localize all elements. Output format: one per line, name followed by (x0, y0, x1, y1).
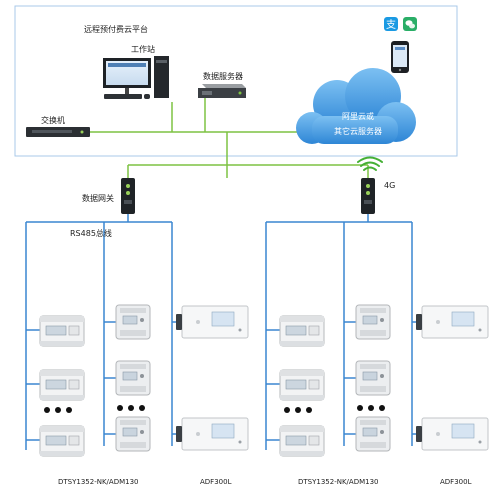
svg-text:支: 支 (386, 19, 396, 31)
meter-adm130 (115, 360, 151, 396)
switch-label: 交换机 (41, 115, 65, 125)
meter-adm130 (355, 416, 391, 452)
adf-left-label: ADF300L (200, 478, 232, 486)
cloud-icon (296, 68, 416, 144)
data-server-label: 数据服务器 (203, 71, 243, 81)
more-devices-dots (44, 405, 385, 413)
alipay-icon: 支 (384, 17, 398, 31)
wireless-signal-icon (357, 156, 383, 171)
adf300l-device (415, 305, 489, 339)
meter-group-right-label: DTSY1352-NK/ADM130 (298, 478, 379, 486)
platform-title: 远程预付费云平台 (84, 24, 148, 34)
cloud-label-line2: 其它云服务器 (334, 126, 382, 136)
meter-dtsy1352 (39, 425, 85, 457)
meter-dtsy1352 (39, 315, 85, 347)
gateway-label: 数据网关 (82, 193, 114, 203)
meter-group-left-label: DTSY1352-NK/ADM130 (58, 478, 139, 486)
switch-icon (26, 127, 90, 137)
meter-dtsy1352 (279, 425, 325, 457)
meter-adm130 (115, 416, 151, 452)
meter-adm130 (115, 304, 151, 340)
bus-label: RS485总线 (70, 228, 112, 238)
meter-dtsy1352 (279, 315, 325, 347)
adf-right-label: ADF300L (440, 478, 472, 486)
adf300l-device (175, 305, 249, 339)
gateway-left (121, 178, 135, 214)
workstation-icon (103, 56, 169, 99)
gateway-right (361, 178, 375, 214)
wireless-label: 4G (384, 181, 395, 190)
meter-adm130 (355, 304, 391, 340)
cloud-label-line1: 阿里云或 (342, 111, 374, 121)
rs485-bus-wiring (25, 214, 418, 450)
adf300l-device (415, 417, 489, 451)
meter-adm130 (355, 360, 391, 396)
data-server-icon (198, 84, 246, 98)
smartphone-icon (391, 41, 409, 73)
meter-dtsy1352 (279, 369, 325, 401)
workstation-label: 工作站 (131, 44, 155, 54)
wechat-pay-icon (403, 17, 417, 31)
adf300l-device (175, 417, 249, 451)
meter-dtsy1352 (39, 369, 85, 401)
network-wiring (90, 98, 369, 178)
